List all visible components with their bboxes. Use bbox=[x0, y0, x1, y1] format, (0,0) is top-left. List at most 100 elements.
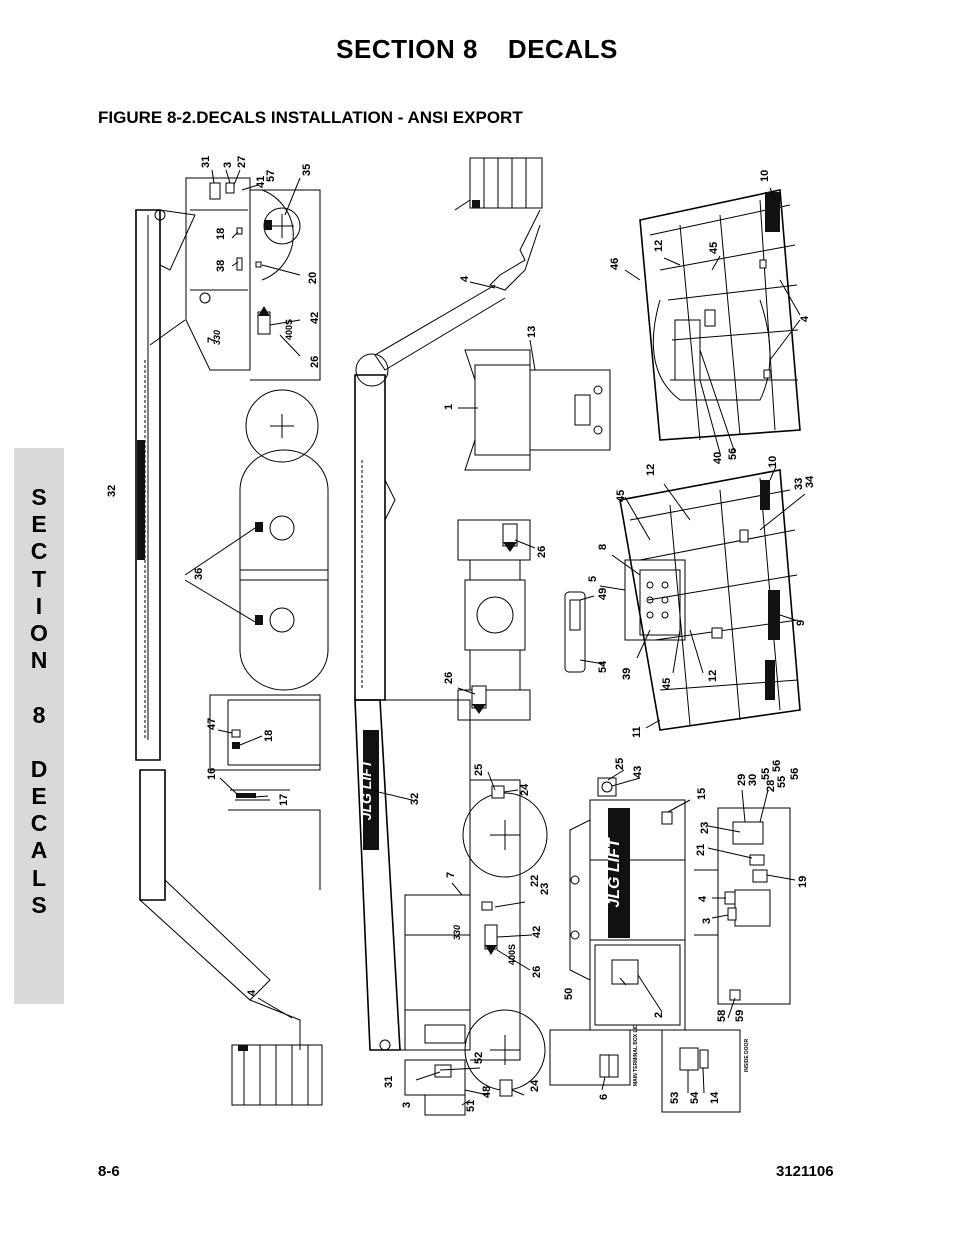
side-tab-letter: E bbox=[31, 783, 47, 810]
decal-box bbox=[225, 182, 235, 194]
side-tab-letter: A bbox=[30, 837, 48, 864]
decal-circle bbox=[199, 292, 211, 304]
battery-box-lower bbox=[424, 1094, 466, 1116]
callout-46: 46 bbox=[609, 258, 621, 270]
decal-box bbox=[739, 529, 749, 543]
platform-frame-2 bbox=[619, 469, 801, 731]
callout-54a: 54 bbox=[597, 660, 609, 673]
callout-47: 47 bbox=[206, 718, 218, 730]
platform-stripe-decal bbox=[765, 660, 775, 700]
callout-6: 6 bbox=[598, 1094, 610, 1100]
front-wheel-2 bbox=[462, 792, 548, 878]
pin-decal bbox=[569, 599, 581, 631]
decal-box bbox=[231, 729, 241, 738]
arrow-down-icon bbox=[472, 704, 486, 714]
callout-25b: 25 bbox=[614, 758, 626, 770]
decal-box bbox=[661, 811, 673, 825]
axle-center bbox=[476, 596, 514, 634]
callout-10a: 10 bbox=[759, 170, 771, 182]
side-tab-letter: C bbox=[30, 538, 48, 565]
inside-door-label: INSIDE DOOR bbox=[744, 1039, 750, 1072]
callouts-left: 31 3 27 57 41 35 18 38 20 42 7 26 36 47 … bbox=[193, 156, 321, 996]
callout-12c: 12 bbox=[707, 670, 719, 682]
callout-49: 49 bbox=[597, 588, 609, 600]
lower-boom bbox=[354, 374, 386, 701]
control-cabinet bbox=[209, 694, 321, 771]
arrow-up-icon bbox=[258, 306, 270, 316]
callout-11: 11 bbox=[631, 726, 643, 738]
turntable-pivot bbox=[379, 1039, 391, 1051]
callout-26d: 26 bbox=[531, 966, 543, 978]
side-tab-letter: L bbox=[31, 864, 47, 891]
front-hub-cross-2 bbox=[490, 820, 520, 850]
callout-leader-lines bbox=[607, 769, 796, 1094]
side-tab-letter: I bbox=[35, 592, 43, 619]
callout-leader bbox=[601, 1076, 606, 1091]
decal-dark bbox=[238, 1045, 248, 1051]
section-number: SECTION 8 bbox=[336, 34, 478, 64]
decal-box bbox=[763, 369, 771, 379]
callout-5: 5 bbox=[587, 576, 599, 582]
callout-48: 48 bbox=[481, 1086, 493, 1098]
callout-53: 53 bbox=[669, 1092, 681, 1104]
main-boom bbox=[135, 209, 161, 761]
callout-56b: 56 bbox=[771, 760, 783, 772]
model-decal: 330 bbox=[212, 330, 222, 345]
platform-top-rails bbox=[483, 158, 527, 208]
callout-leader-lines bbox=[184, 169, 301, 1019]
callout-31a: 31 bbox=[200, 156, 212, 168]
decal-box bbox=[434, 1064, 452, 1078]
callout-4d: 4 bbox=[697, 895, 709, 902]
pin-part bbox=[564, 591, 586, 673]
callout-35: 35 bbox=[301, 164, 313, 176]
machine-view-center: JLG LIFT 330 400S bbox=[354, 157, 611, 1116]
cabinet-views: JLG LIFT INSIDE DOOR bbox=[569, 769, 796, 1113]
callout-15: 15 bbox=[696, 788, 708, 800]
maintenance-label: MAIN TERMINAL BOX LID bbox=[633, 1024, 639, 1086]
callout-25a: 25 bbox=[473, 764, 485, 776]
side-tab-letter: S bbox=[31, 891, 47, 918]
callout-1: 1 bbox=[443, 404, 455, 410]
figure-title: FIGURE 8-2.DECALS INSTALLATION - ANSI EX… bbox=[98, 108, 523, 127]
wheel-view-bottom bbox=[239, 579, 329, 691]
callout-27: 27 bbox=[236, 156, 248, 168]
callout-45a: 45 bbox=[708, 242, 720, 254]
wheel-view-hub-top bbox=[269, 515, 295, 541]
control-box-1 bbox=[674, 319, 701, 381]
callout-12b: 12 bbox=[645, 464, 657, 476]
turntable-housing bbox=[185, 177, 251, 371]
callout-4c: 4 bbox=[799, 315, 811, 322]
turntable-panels bbox=[405, 934, 470, 1011]
arrow-down-icon bbox=[485, 945, 497, 955]
platform-uprights-1 bbox=[679, 199, 776, 441]
decal-box bbox=[255, 261, 262, 268]
callouts-center: 4 13 1 26 26 49 5 54 25 24 32 7 22 23 42… bbox=[383, 275, 609, 1112]
callout-56a: 56 bbox=[727, 448, 739, 460]
boom-lift-cylinder bbox=[159, 209, 196, 271]
inside-door bbox=[661, 1029, 741, 1113]
callout-40: 40 bbox=[712, 452, 724, 464]
section-side-tab: S E C T I O N 8 D E C A L S bbox=[14, 448, 64, 1004]
axle-assembly bbox=[457, 519, 531, 721]
model-badge: 400S bbox=[507, 944, 517, 965]
platform-rails bbox=[243, 1045, 309, 1105]
callout-8: 8 bbox=[597, 544, 609, 550]
rear-hub-cross-2 bbox=[490, 1035, 520, 1065]
cabinet-module bbox=[734, 889, 771, 927]
callout-leader-lines bbox=[369, 281, 605, 1106]
callout-26c: 26 bbox=[443, 672, 455, 684]
callout-34: 34 bbox=[804, 475, 816, 488]
callouts-platform: 46 12 45 10 4 40 56 10 12 45 8 33 34 9 3… bbox=[597, 170, 816, 738]
callout-52: 52 bbox=[473, 1052, 485, 1064]
decal-box bbox=[499, 1079, 513, 1097]
control-knob bbox=[646, 611, 654, 619]
platform-top bbox=[469, 157, 543, 209]
callout-32b: 32 bbox=[409, 793, 421, 805]
platform-stripe-decal bbox=[760, 480, 770, 510]
callout-26a: 26 bbox=[309, 356, 321, 368]
front-wheel-arc bbox=[261, 189, 294, 281]
callouts-cabinet: 25 43 15 50 2 29 30 55 56 28 55 56 23 21… bbox=[563, 758, 809, 1104]
decal-box bbox=[732, 821, 764, 845]
callout-19: 19 bbox=[797, 876, 809, 888]
console-box bbox=[529, 369, 611, 451]
